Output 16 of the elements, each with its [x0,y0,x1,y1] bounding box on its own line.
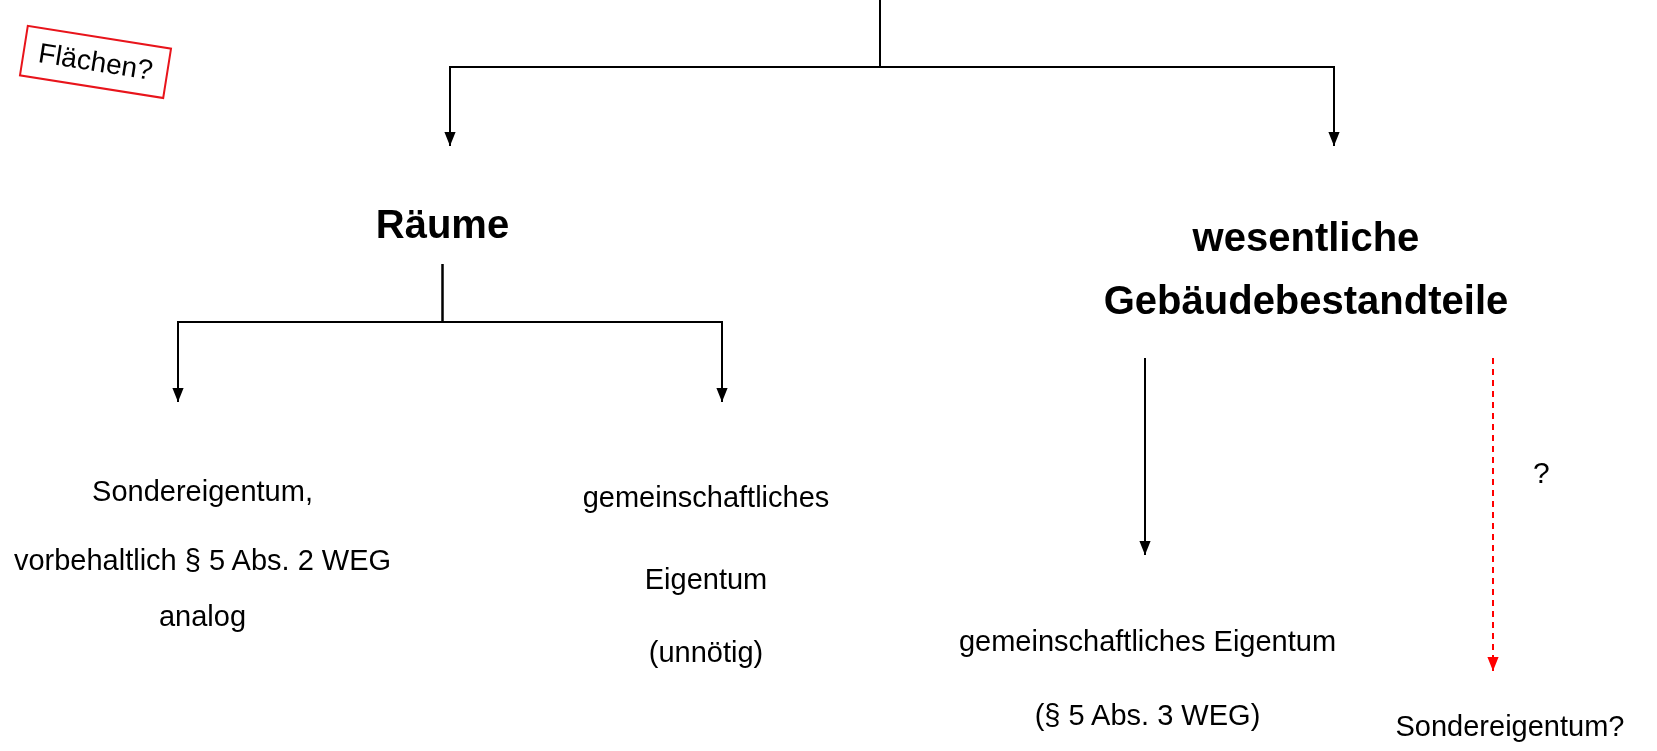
heading: wesentliche Gebäudebestandteile [1102,214,1510,324]
note-text: (unnötig) [648,635,764,670]
category-label: Sondereigentum, [92,474,313,509]
arrow [441,263,728,403]
arrow [1139,357,1151,556]
category-label: gemeinschaftliches Eigentum [958,624,1337,659]
edge-label: ? [1533,454,1550,491]
note-box: Flächen? [18,24,173,100]
category-label: Sondereigentum? [1395,709,1625,744]
category-label: gemeinschaftliches [582,480,830,515]
heading: Räume [375,201,510,248]
arrow [1487,357,1499,672]
reference-text: (§ 5 Abs. 3 WEG) [1034,698,1261,733]
note-text: vorbehaltlich § 5 Abs. 2 WEG analog [12,543,393,634]
category-label: Eigentum [644,562,768,597]
arrow [879,0,1340,147]
